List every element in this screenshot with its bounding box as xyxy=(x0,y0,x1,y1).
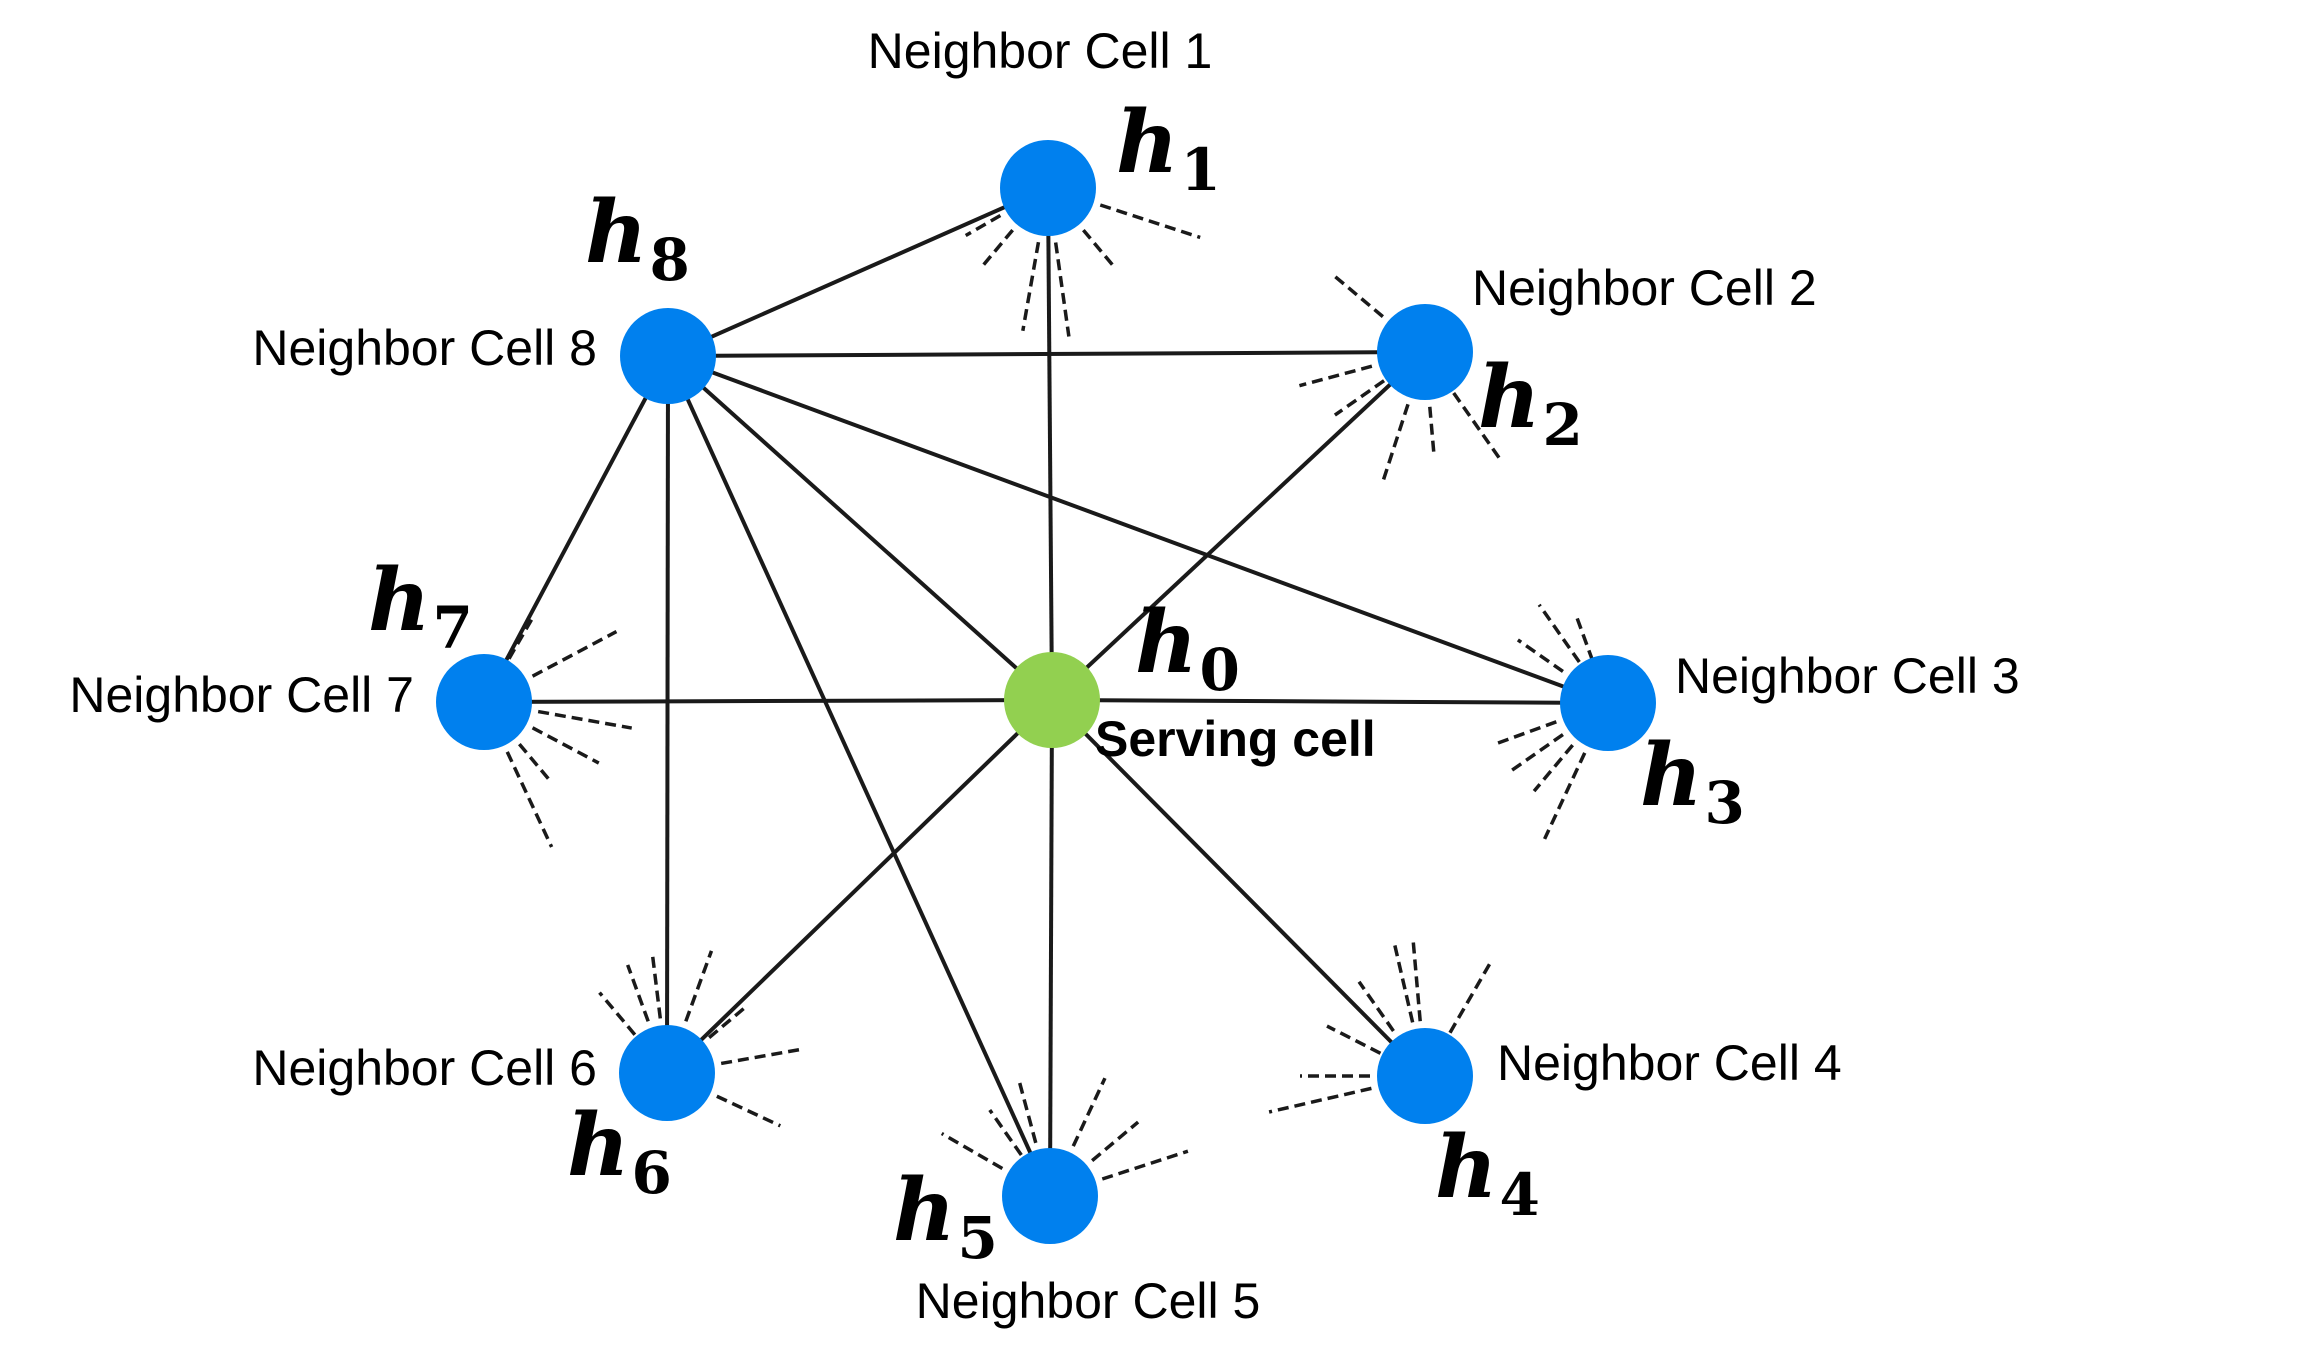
neighbor-cell-3-node xyxy=(1560,655,1656,751)
interference-ray-5-2 xyxy=(1017,1079,1038,1144)
link-8-6 xyxy=(665,355,670,1074)
interference-ray-1-0 xyxy=(1099,203,1201,240)
link-0-1 xyxy=(1046,187,1054,701)
channel-symbol-h7: h7 xyxy=(368,550,473,662)
interference-ray-7-5 xyxy=(505,751,554,848)
neighbor-cell-5-label: Neighbor Cell 5 xyxy=(916,1273,1261,1329)
interference-ray-3-3 xyxy=(1543,752,1587,840)
channel-symbol-h8: h8 xyxy=(585,182,690,294)
interference-ray-5-5 xyxy=(1101,1149,1189,1181)
interference-ray-2-2 xyxy=(1428,406,1436,457)
interference-ray-3-1 xyxy=(1537,603,1581,664)
interference-ray-1-5 xyxy=(964,213,1002,238)
interference-ray-7-1 xyxy=(531,630,618,678)
interference-ray-2-4 xyxy=(1333,379,1386,417)
neighbor-cell-2-node xyxy=(1377,304,1473,400)
neighbor-cell-7-label: Neighbor Cell 7 xyxy=(69,667,414,723)
channel-symbol-h1: h1 xyxy=(1116,92,1221,204)
interference-ray-7-3 xyxy=(531,726,600,765)
interference-ray-3-0 xyxy=(1516,638,1564,673)
interference-ray-1-4 xyxy=(979,229,1014,270)
interference-ray-4-4 xyxy=(1326,1024,1382,1055)
interference-ray-6-3 xyxy=(684,950,714,1022)
neighbor-cell-3-label: Neighbor Cell 3 xyxy=(1675,648,2020,704)
neighbor-cell-6-label: Neighbor Cell 6 xyxy=(252,1040,597,1096)
interference-ray-2-0 xyxy=(1331,273,1384,318)
channel-symbol-h4: h4 xyxy=(1435,1117,1540,1229)
interference-ray-2-3 xyxy=(1381,403,1410,481)
interference-ray-6-5 xyxy=(720,1047,801,1066)
channel-links xyxy=(482,186,1609,1197)
interference-ray-6-6 xyxy=(716,1094,782,1128)
neighbor-cell-5-node xyxy=(1002,1148,1098,1244)
interference-ray-4-3 xyxy=(1357,980,1395,1032)
interference-dashes xyxy=(505,203,1595,1181)
interference-ray-6-0 xyxy=(598,991,637,1036)
interference-ray-1-2 xyxy=(1053,242,1071,337)
link-8-5 xyxy=(666,355,1052,1197)
neighbor-cell-2-label: Neighbor Cell 2 xyxy=(1472,260,1817,316)
interference-ray-1-1 xyxy=(1082,229,1117,270)
link-8-2 xyxy=(667,350,1426,358)
interference-ray-4-2 xyxy=(1448,962,1492,1034)
channel-symbol-h0: h0 xyxy=(1135,592,1240,704)
channel-symbol-h3: h3 xyxy=(1640,725,1745,837)
interference-ray-3-2 xyxy=(1573,613,1595,662)
interference-ray-4-1 xyxy=(1411,941,1422,1022)
interference-ray-4-6 xyxy=(1268,1086,1372,1114)
link-0-3 xyxy=(1051,698,1609,705)
interference-ray-2-5 xyxy=(1298,364,1373,388)
neighbor-cell-8-node xyxy=(620,308,716,404)
link-8-7 xyxy=(482,355,670,703)
neighbor-cell-7-node xyxy=(436,654,532,750)
link-0-7 xyxy=(483,698,1053,704)
serving-cell-node xyxy=(1004,652,1100,748)
neighbor-cell-6-node xyxy=(619,1025,715,1121)
interference-ray-3-6 xyxy=(1494,720,1557,746)
neighbor-cell-4-label: Neighbor Cell 4 xyxy=(1497,1035,1842,1091)
channel-symbol-h5: h5 xyxy=(893,1160,998,1272)
interference-ray-7-2 xyxy=(537,709,633,730)
neighbor-cell-1-label: Neighbor Cell 1 xyxy=(868,23,1213,79)
interference-ray-6-1 xyxy=(626,964,650,1022)
interference-ray-7-4 xyxy=(518,743,550,780)
link-0-5 xyxy=(1048,699,1054,1197)
interference-ray-6-4 xyxy=(708,1007,745,1039)
interference-ray-1-3 xyxy=(1021,241,1041,332)
link-8-3 xyxy=(667,354,1609,705)
interference-ray-5-0 xyxy=(940,1131,1004,1171)
neighbor-cell-4-node xyxy=(1377,1028,1473,1124)
interference-ray-4-0 xyxy=(1392,944,1415,1023)
interference-ray-7-0 xyxy=(507,618,534,660)
cell-nodes xyxy=(436,140,1656,1244)
link-8-1 xyxy=(667,186,1049,358)
neighbor-cell-1-node xyxy=(1000,140,1096,236)
interference-ray-6-2 xyxy=(650,953,663,1019)
link-0-4 xyxy=(1050,698,1427,1078)
link-0-6 xyxy=(665,698,1054,1075)
interference-ray-5-1 xyxy=(988,1108,1023,1157)
channel-symbol-h2: h2 xyxy=(1478,347,1583,459)
channel-symbol-h6: h6 xyxy=(567,1095,672,1207)
interference-ray-2-1 xyxy=(1452,391,1504,464)
interference-ray-3-4 xyxy=(1532,744,1574,793)
serving-cell-label: Serving cell xyxy=(1095,711,1376,767)
neighbor-cell-8-label: Neighbor Cell 8 xyxy=(252,320,597,376)
interference-ray-5-3 xyxy=(1071,1077,1107,1147)
interference-ray-3-5 xyxy=(1508,733,1564,774)
link-0-8 xyxy=(666,354,1054,702)
interference-ray-5-4 xyxy=(1091,1120,1140,1162)
link-0-2 xyxy=(1050,350,1427,702)
